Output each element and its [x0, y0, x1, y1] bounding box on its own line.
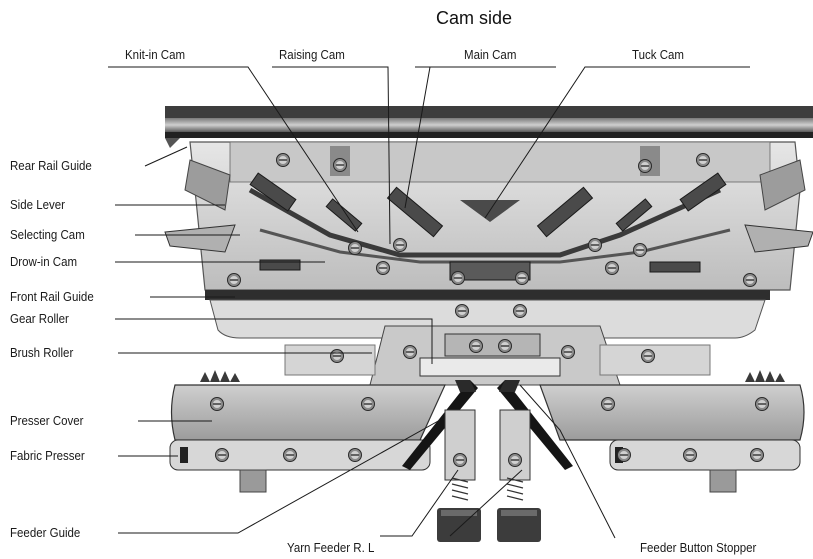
- label-selecting-cam: Selecting Cam: [10, 228, 85, 242]
- label-feeder-button-stopper: Feeder Button Stopper: [640, 541, 757, 555]
- rear-rail: [165, 106, 813, 148]
- label-front-rail-guide: Front Rail Guide: [10, 290, 94, 304]
- label-main-cam: Main Cam: [464, 48, 517, 62]
- yarn-feeders: [437, 409, 541, 542]
- label-draw-in-cam: Drow-in Cam: [10, 255, 78, 269]
- label-presser-cover: Presser Cover: [10, 414, 84, 428]
- label-knit-in-cam: Knit-in Cam: [125, 48, 186, 62]
- label-tuck-cam: Tuck Cam: [632, 48, 684, 62]
- brush-roller: [200, 370, 785, 382]
- leader-lines: [108, 66, 750, 539]
- label-fabric-presser: Fabric Presser: [10, 449, 85, 463]
- label-yarn-feeder: Yarn Feeder R. L: [287, 541, 375, 555]
- label-rear-rail-guide: Rear Rail Guide: [10, 159, 92, 173]
- diagram-title: Cam side: [436, 8, 513, 28]
- label-raising-cam: Raising Cam: [279, 48, 345, 62]
- cam-plate: [164, 141, 813, 291]
- label-side-lever: Side Lever: [10, 198, 65, 212]
- label-brush-roller: Brush Roller: [10, 346, 74, 360]
- label-feeder-guide: Feeder Guide: [10, 526, 81, 540]
- label-gear-roller: Gear Roller: [10, 312, 69, 326]
- front-rail: [205, 290, 770, 339]
- feeder-guides: [402, 380, 573, 470]
- presser-covers: [169, 384, 805, 493]
